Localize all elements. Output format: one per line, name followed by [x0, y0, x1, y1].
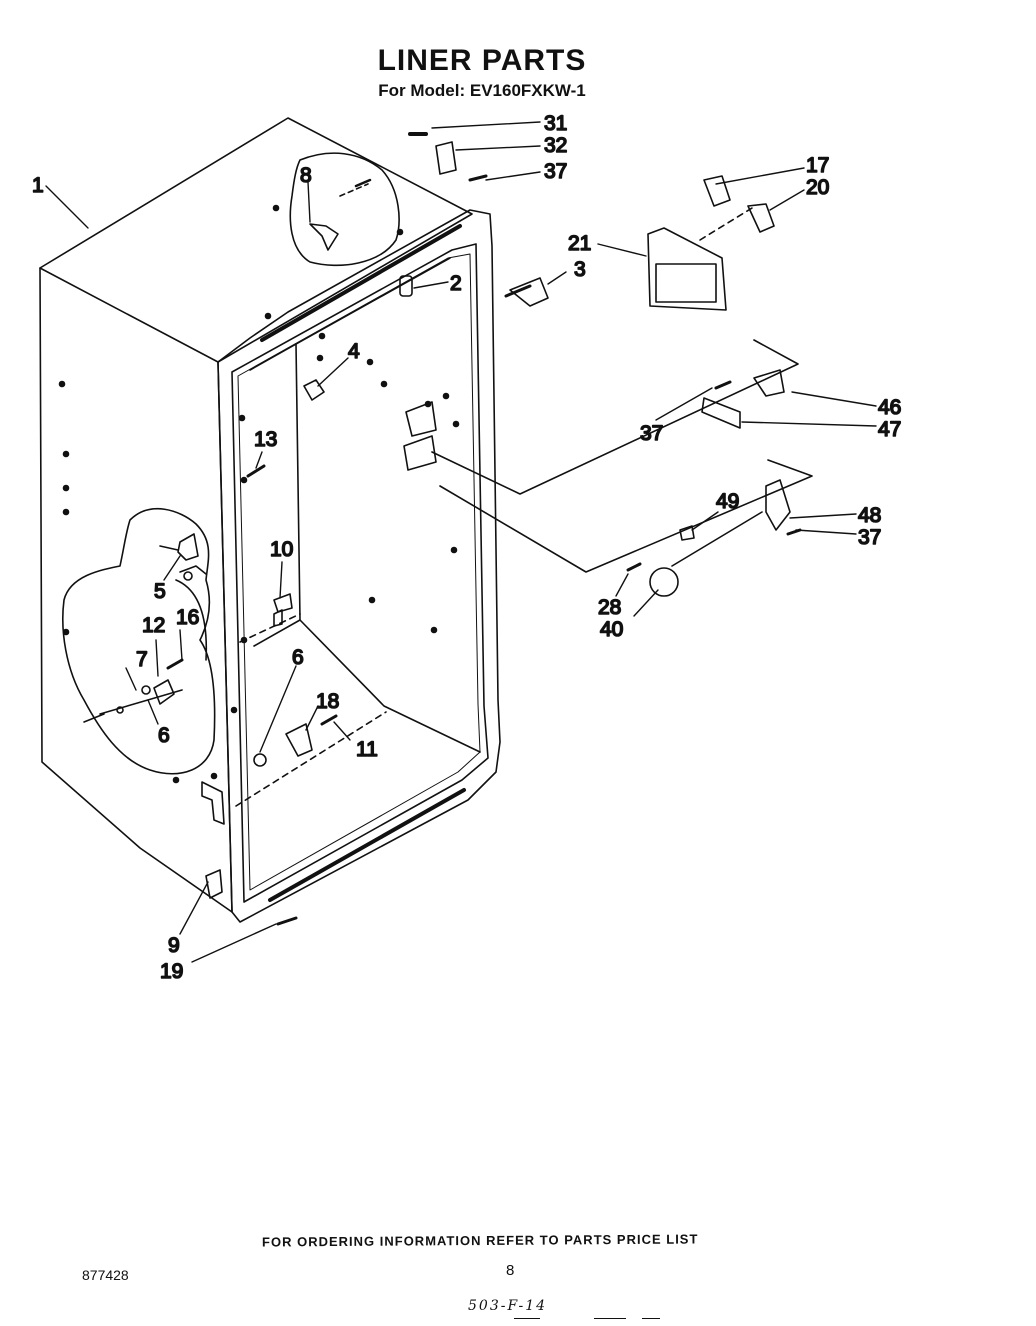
switch-parts [699, 175, 775, 241]
part-40-roller [649, 567, 679, 597]
callout-37-hinge: 37 [544, 160, 567, 183]
callout-4: 4 [348, 340, 360, 363]
callout-19: 19 [160, 960, 183, 983]
callout-7: 7 [136, 648, 148, 671]
part-21-housing [647, 227, 727, 311]
callout-47: 47 [878, 418, 901, 441]
part-5-bracket [177, 533, 199, 561]
part-6-roller [253, 753, 267, 767]
callout-37-lower: 37 [858, 526, 881, 549]
callout-28: 28 [598, 596, 621, 619]
part-11-screw [320, 714, 338, 726]
callout-40: 40 [600, 618, 623, 641]
callout-49: 49 [716, 490, 739, 513]
callout-18: 18 [316, 690, 339, 713]
callout-17: 17 [806, 154, 829, 177]
callout-13: 13 [254, 428, 277, 451]
underline-mark-1 [514, 1318, 540, 1319]
part-12-bracket [153, 679, 175, 705]
callout-20: 20 [806, 176, 829, 199]
model-subtitle: For Model: EV160FXKW-1 [378, 81, 586, 100]
shelf-support-lower [439, 459, 813, 597]
callout-3: 3 [574, 258, 586, 281]
part-8-bracket [309, 223, 339, 251]
document-number: 877428 [82, 1267, 129, 1283]
opening-lower [403, 435, 437, 471]
hinge-parts [408, 132, 488, 182]
callout-21: 21 [568, 232, 591, 255]
leader-lines [45, 121, 877, 963]
part-10-clip [273, 593, 293, 613]
part-3-bracket [504, 277, 549, 307]
callout-6a: 6 [158, 724, 170, 747]
part-2-plug [399, 275, 413, 297]
callout-5: 5 [154, 580, 166, 603]
callout-2: 2 [450, 272, 462, 295]
callout-8: 8 [300, 164, 312, 187]
callout-16: 16 [176, 606, 199, 629]
callout-46: 46 [878, 396, 901, 419]
callout-9: 9 [168, 934, 180, 957]
part-19-screw [276, 916, 298, 926]
callout-12: 12 [142, 614, 165, 637]
handwritten-code: 503-F-14 [468, 1298, 548, 1314]
shelf-support-upper [431, 339, 799, 495]
opening-upper [405, 401, 437, 437]
callout-32: 32 [544, 134, 567, 157]
callout-labels: 1 2 3 4 5 6 6 7 8 9 10 11 12 13 16 17 18… [31, 111, 902, 984]
liner-interior-parts [246, 275, 437, 926]
underline-mark-3 [642, 1318, 660, 1319]
callout-10: 10 [270, 538, 293, 561]
page-title: LINER PARTS [377, 44, 587, 77]
callout-31: 31 [544, 112, 567, 135]
callout-11: 11 [356, 738, 378, 761]
part-4-clip [303, 379, 325, 401]
cutaway-top [289, 152, 400, 267]
liner-cabinet [39, 117, 501, 923]
cutaway-left [62, 507, 216, 775]
callout-1: 1 [32, 174, 44, 197]
underline-mark-2 [594, 1318, 626, 1319]
part-13-screw [246, 464, 266, 478]
callout-6b: 6 [292, 646, 304, 669]
page-number: 8 [506, 1262, 515, 1279]
callout-37-upper: 37 [640, 422, 663, 445]
ordering-info-footer: FOR ORDERING INFORMATION REFER TO PARTS … [261, 1231, 699, 1250]
part-18-bracket [285, 723, 313, 757]
callout-48: 48 [858, 504, 881, 527]
part-49-spacer [679, 525, 695, 541]
